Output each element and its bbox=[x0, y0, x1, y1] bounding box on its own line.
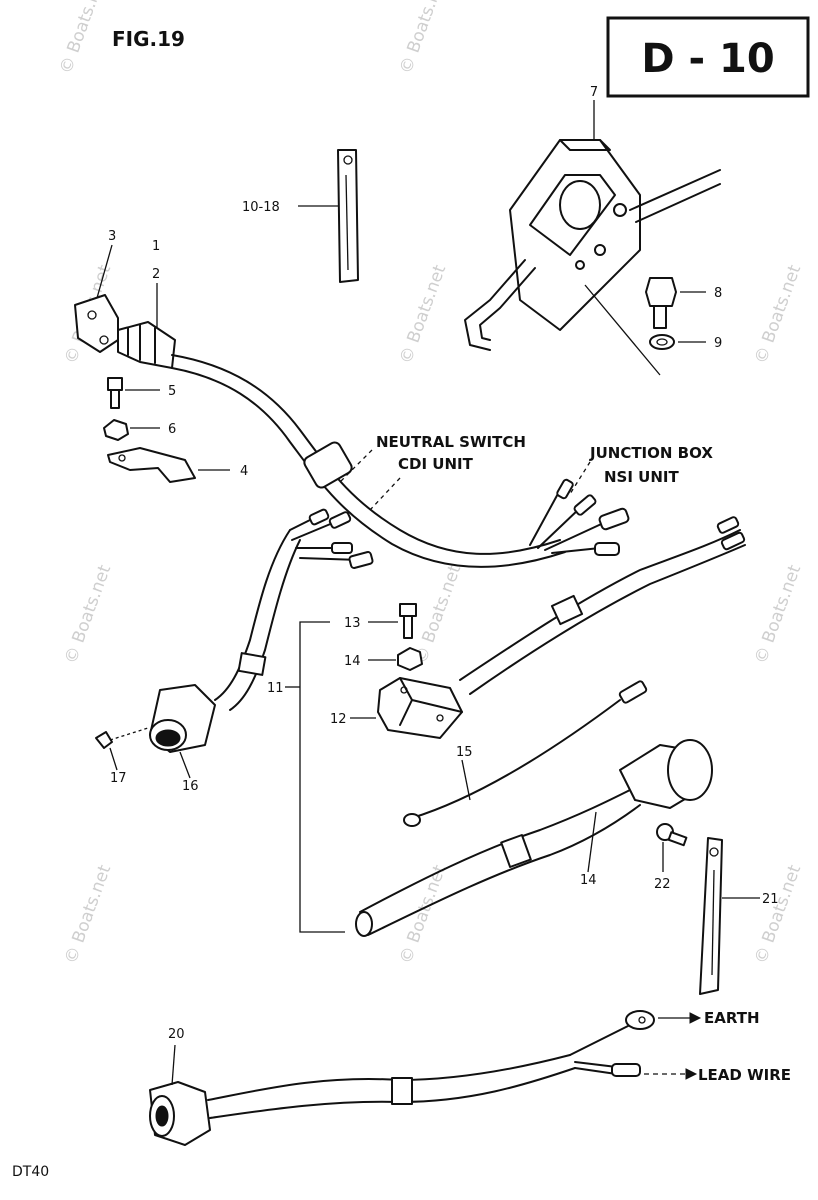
callout-11: 11 bbox=[267, 681, 284, 696]
watermark-layer: © Boats.net © Boats.net © Boats.net © Bo… bbox=[56, 0, 805, 967]
figure-code: D - 10 bbox=[641, 36, 774, 82]
part-5-screw bbox=[107, 377, 123, 409]
watermark: © Boats.net bbox=[61, 562, 115, 667]
neutral-switch-wire bbox=[171, 367, 566, 568]
leader-3 bbox=[94, 244, 113, 306]
arrow-lead-wire-head bbox=[685, 1068, 698, 1080]
part-16-lead-wire bbox=[403, 680, 648, 827]
watermark: © Boats.net bbox=[396, 0, 450, 77]
arrow-junction-box bbox=[569, 461, 591, 495]
callout-22: 22 bbox=[654, 877, 671, 892]
label-nsi-unit: NSI UNIT bbox=[604, 468, 679, 486]
part-11-harness-right bbox=[459, 516, 746, 695]
label-lead-wire: LEAD WIRE bbox=[698, 1066, 791, 1084]
watermark: © Boats.net bbox=[396, 862, 450, 967]
leader-11-bracket bbox=[299, 621, 345, 933]
part-8-bolt bbox=[645, 277, 677, 329]
callout-7: 7 bbox=[590, 85, 598, 100]
label-neutral-switch: NEUTRAL SWITCH bbox=[376, 433, 526, 451]
callout-3: 3 bbox=[108, 229, 116, 244]
watermark: © Boats.net bbox=[751, 262, 805, 367]
part-14-nut bbox=[397, 647, 423, 671]
callout-9: 9 bbox=[714, 336, 722, 351]
part-4-bracket bbox=[107, 447, 196, 483]
callout-6: 6 bbox=[168, 422, 176, 437]
callout-16: 15 bbox=[456, 745, 473, 760]
junction-wire-ends bbox=[529, 478, 630, 556]
part-1-neutral-switch bbox=[117, 321, 176, 369]
callout-12: 12 bbox=[330, 712, 347, 727]
leader-15 bbox=[587, 811, 597, 873]
part-22-screw bbox=[656, 823, 688, 847]
leader-17 bbox=[179, 751, 191, 779]
part-9-washer bbox=[649, 334, 675, 350]
callout-2: 2 bbox=[152, 267, 160, 282]
part-21-clamp bbox=[699, 837, 723, 995]
part-20-harness bbox=[149, 1010, 655, 1146]
arrow-earth-head bbox=[689, 1012, 702, 1024]
callout-4: 4 bbox=[240, 464, 248, 479]
callout-21: 21 bbox=[762, 892, 779, 907]
part-9-washer-hole bbox=[656, 338, 668, 346]
leader-19 bbox=[109, 747, 118, 771]
callout-1: 1 bbox=[152, 239, 160, 254]
leader-16 bbox=[461, 759, 471, 801]
callout-5: 5 bbox=[168, 384, 176, 399]
callout-15: 14 bbox=[580, 873, 597, 888]
callout-19: 17 bbox=[110, 771, 127, 786]
watermark: © Boats.net bbox=[61, 862, 115, 967]
neutral-switch-wire bbox=[171, 354, 561, 555]
figure-title: FIG.19 bbox=[112, 27, 185, 51]
callout-8: 8 bbox=[714, 286, 722, 301]
wire-sleeve bbox=[303, 441, 353, 489]
watermark: © Boats.net bbox=[751, 562, 805, 667]
label-junction-box: JUNCTION BOX bbox=[589, 444, 713, 462]
leader-20 bbox=[171, 1044, 176, 1086]
arrow-cdi-unit bbox=[369, 477, 401, 511]
figure-code-box bbox=[606, 16, 810, 98]
label-cdi-unit: CDI UNIT bbox=[398, 455, 474, 473]
watermark: © Boats.net bbox=[56, 0, 110, 77]
callout-17: 16 bbox=[182, 779, 199, 794]
watermark: © Boats.net bbox=[751, 862, 805, 967]
watermark: © Boats.net bbox=[396, 262, 450, 367]
part-12-connector bbox=[377, 677, 463, 739]
callout-13: 13 bbox=[344, 616, 361, 631]
part-7-bracket bbox=[464, 139, 721, 376]
part-19-screw bbox=[95, 727, 149, 749]
part-10-18-clamp bbox=[337, 149, 359, 283]
model-label: DT40 bbox=[12, 1164, 49, 1180]
callout-14: 14 bbox=[344, 654, 361, 669]
part-17-connector bbox=[149, 684, 216, 753]
part-13-screw bbox=[399, 603, 417, 639]
part-15-connector bbox=[355, 739, 713, 937]
part-6-nut bbox=[103, 419, 129, 441]
label-earth: EARTH bbox=[704, 1009, 760, 1027]
part-11-harness-left bbox=[214, 508, 374, 711]
callout-10-18: 10-18 bbox=[242, 200, 280, 215]
callout-20: 20 bbox=[168, 1027, 185, 1042]
